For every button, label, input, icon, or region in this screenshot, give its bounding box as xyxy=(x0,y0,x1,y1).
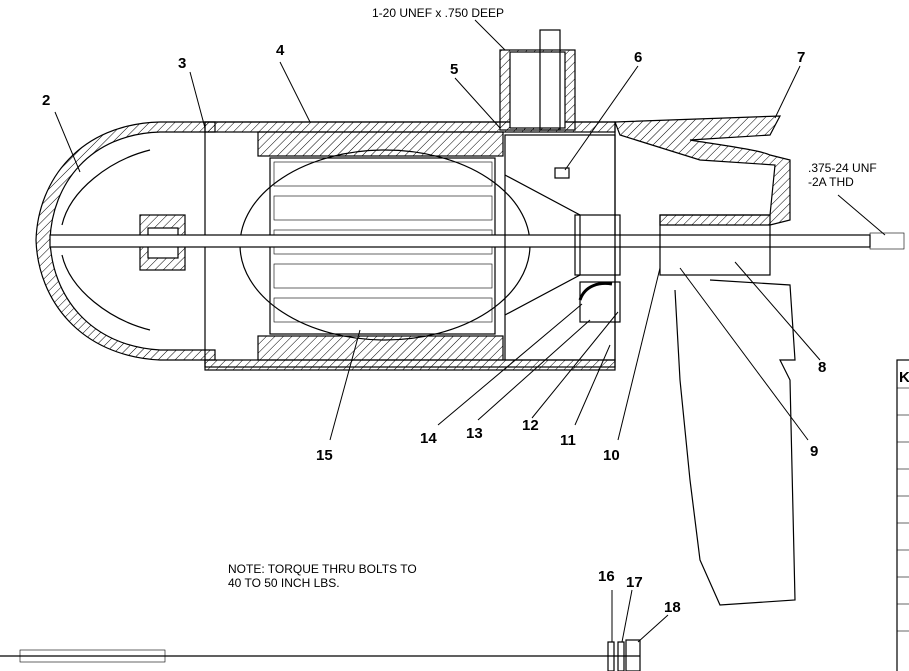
callout-2: 2 xyxy=(42,92,50,109)
stator-top xyxy=(257,131,504,157)
parts-table-fragment xyxy=(896,359,909,671)
callout-16: 16 xyxy=(598,568,615,585)
bolt-head-18 xyxy=(625,639,641,671)
callout-4: 4 xyxy=(276,42,285,59)
thread-shaft-label-1: .375-24 UNF xyxy=(808,161,877,175)
note-line-1: NOTE: TORQUE THRU BOLTS TO xyxy=(228,562,417,576)
housing-bottom-wall xyxy=(204,359,616,371)
mount-bracket xyxy=(614,115,791,226)
brush-spring xyxy=(578,281,613,301)
callout-9: 9 xyxy=(810,443,818,460)
callout-8: 8 xyxy=(818,359,826,376)
washer-16 xyxy=(607,641,615,671)
thread-shaft-label-2: -2A THD xyxy=(808,175,854,189)
table-header-fragment: K xyxy=(899,369,909,386)
note-line-2: 40 TO 50 INCH LBS. xyxy=(228,576,340,590)
callout-3: 3 xyxy=(178,55,186,72)
mount-tail xyxy=(674,279,796,606)
through-bolt-thread xyxy=(19,649,166,663)
nose-inner-rib xyxy=(61,149,151,331)
bearing-housing-rear xyxy=(659,214,771,276)
callout-17: 17 xyxy=(626,574,643,591)
callout-10: 10 xyxy=(603,447,620,464)
brush-holder xyxy=(579,281,621,323)
connector-block xyxy=(574,214,621,276)
end-bell-inner xyxy=(504,134,616,361)
thread-top-label: 1-20 UNEF x .750 DEEP xyxy=(372,6,504,20)
callout-12: 12 xyxy=(522,417,539,434)
callout-14: 14 xyxy=(420,430,437,447)
screw xyxy=(554,167,570,179)
callout-15: 15 xyxy=(316,447,333,464)
callout-13: 13 xyxy=(466,425,483,442)
motor-shaft xyxy=(49,234,871,248)
wire-bundle xyxy=(539,29,561,131)
callout-6: 6 xyxy=(634,49,642,66)
callout-18: 18 xyxy=(664,599,681,616)
callout-7: 7 xyxy=(797,49,805,66)
table-row-lines xyxy=(897,387,909,632)
lockwasher-17 xyxy=(617,641,625,671)
callout-5: 5 xyxy=(450,61,458,78)
leader-lines xyxy=(54,19,886,643)
callout-11: 11 xyxy=(560,432,576,449)
end-bell-cone xyxy=(504,174,581,316)
shaft-thread xyxy=(869,232,905,250)
